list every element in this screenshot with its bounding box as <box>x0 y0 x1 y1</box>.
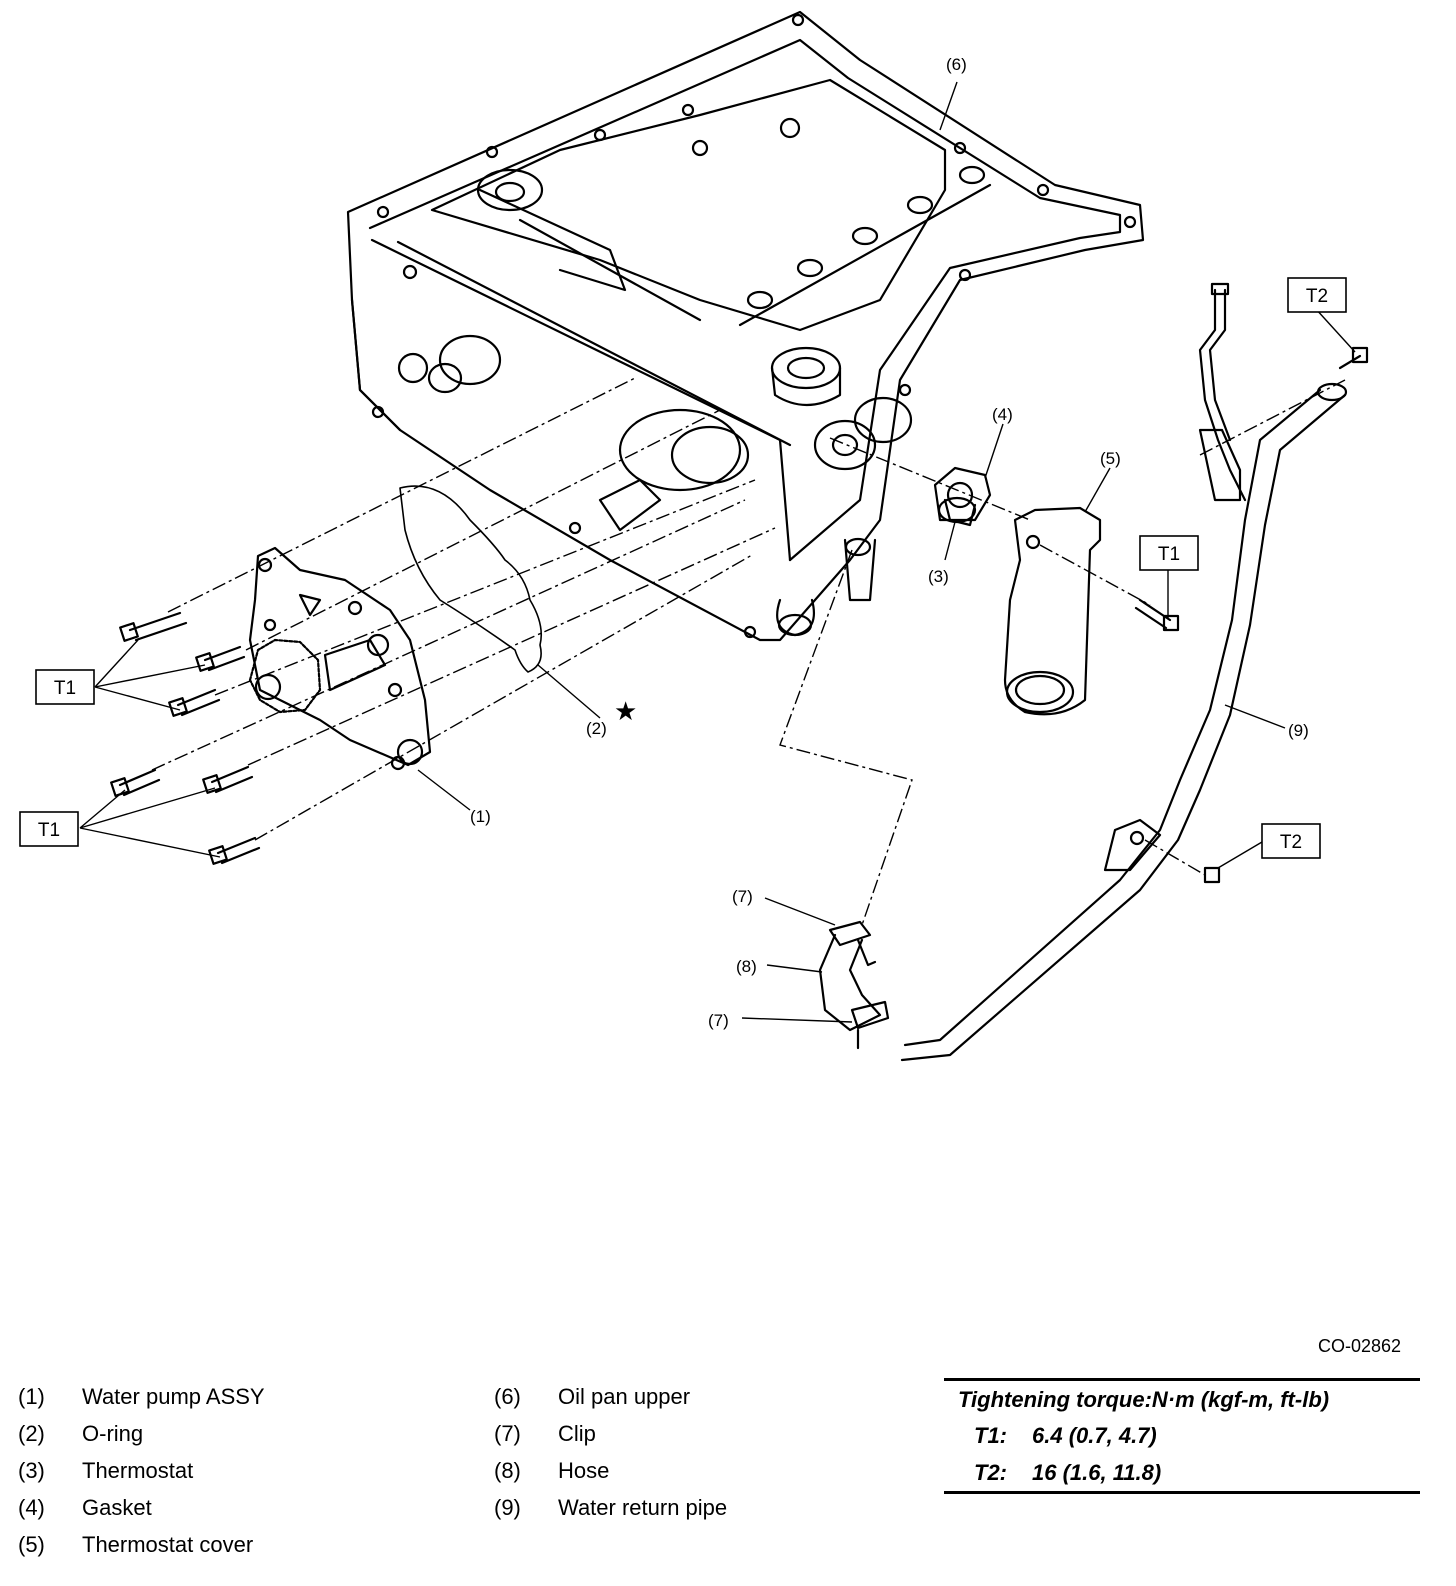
legend-item-name: Water return pipe <box>558 1495 728 1520</box>
torque-box-t1-left-lower: T1 <box>38 820 60 841</box>
clip-lower <box>850 1000 890 1050</box>
legend-item-name: Hose <box>558 1458 610 1483</box>
legend-item: (9)Water return pipe <box>494 1489 727 1526</box>
legend-item-name: Oil pan upper <box>558 1384 691 1409</box>
callout-7-upper: (7) <box>732 887 753 906</box>
legend-item-name: Thermostat <box>82 1458 194 1483</box>
torque-row-t2: T2: 16 (1.6, 11.8) <box>944 1454 1420 1491</box>
gasket <box>933 466 992 522</box>
legend-item: (8)Hose <box>494 1452 727 1489</box>
torque-key: T1: <box>974 1423 1007 1448</box>
leader-lines <box>79 81 1356 1023</box>
torque-box-t1-left-upper: T1 <box>54 678 76 699</box>
legend-item-name: Water pump ASSY <box>82 1384 265 1409</box>
torque-value: 6.4 (0.7, 4.7) <box>1032 1423 1157 1448</box>
figure-code: CO-02862 <box>1318 1336 1402 1356</box>
legend-item-name: O-ring <box>82 1421 144 1446</box>
callout-labels: (1) (2) ★ (3) (4) (5) (6) (7) (8) (7) (9… <box>470 55 1309 1030</box>
thermostat-cover <box>1003 506 1102 716</box>
o-ring <box>399 485 543 673</box>
legend-item: (3)Thermostat <box>18 1452 265 1489</box>
callout-3: (3) <box>928 567 949 586</box>
legend-item: (5)Thermostat cover <box>18 1526 265 1563</box>
legend-item: (6)Oil pan upper <box>494 1378 727 1415</box>
callout-7-lower: (7) <box>708 1011 729 1030</box>
legend-item-name: Clip <box>558 1421 596 1446</box>
clip-upper <box>828 920 877 967</box>
star-mark: ★ <box>614 697 637 727</box>
torque-boxes: T1 T1 T1 T2 T2 <box>19 277 1347 859</box>
callout-8: (8) <box>736 957 757 976</box>
torque-table-title: Tightening torque:N·m (kgf-m, ft-lb) <box>958 1387 1330 1412</box>
legend-item: (7)Clip <box>494 1415 727 1452</box>
legend-column-2: (6)Oil pan upper (7)Clip (8)Hose (9)Wate… <box>494 1378 727 1526</box>
torque-box-t1-right: T1 <box>1158 544 1180 565</box>
legend-item-name: Thermostat cover <box>82 1532 254 1557</box>
water-pump-assy <box>248 546 432 771</box>
water-return-pipe <box>900 282 1348 1062</box>
oil-pan-upper <box>346 10 1145 642</box>
callout-9: (9) <box>1288 721 1309 740</box>
legend-item: (4)Gasket <box>18 1489 265 1526</box>
alignment-lines <box>151 377 1346 926</box>
callout-5: (5) <box>1100 449 1121 468</box>
callout-2: (2) <box>586 719 607 738</box>
torque-row-t1: T1: 6.4 (0.7, 4.7) <box>944 1417 1420 1454</box>
callout-6: (6) <box>946 55 967 74</box>
exploded-parts-diagram: T1 T1 T1 T2 T2 (1) (2) ★ (3) (4) (5) (6)… <box>19 10 1369 1062</box>
hose <box>818 933 882 1032</box>
legend-item-name: Gasket <box>82 1495 152 1520</box>
legend-column-1: (1)Water pump ASSY (2)O-ring (3)Thermost… <box>18 1378 265 1563</box>
torque-table: Tightening torque:N·m (kgf-m, ft-lb) T1:… <box>944 1378 1420 1494</box>
torque-value: 16 (1.6, 11.8) <box>1032 1460 1162 1485</box>
callout-4: (4) <box>992 405 1013 424</box>
torque-key: T2: <box>974 1460 1007 1485</box>
thermostat <box>937 496 977 527</box>
legend-item: (2)O-ring <box>18 1415 265 1452</box>
torque-box-t2-bottom: T2 <box>1280 832 1302 853</box>
legend-item: (1)Water pump ASSY <box>18 1378 265 1415</box>
bolts <box>110 346 1369 884</box>
torque-box-t2-top: T2 <box>1306 286 1328 307</box>
callout-1: (1) <box>470 807 491 826</box>
